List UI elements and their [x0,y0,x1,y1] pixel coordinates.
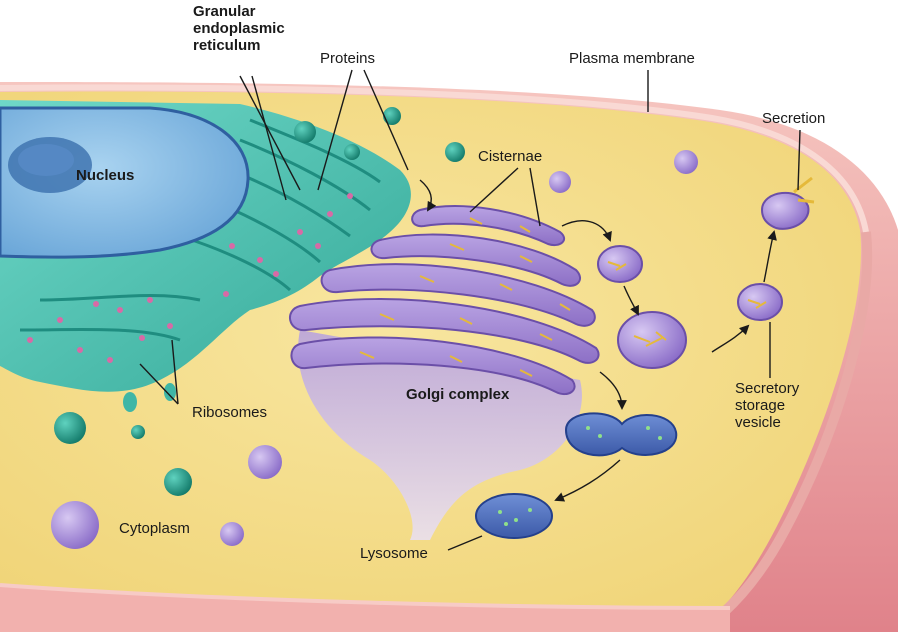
label-plasma-membrane: Plasma membrane [569,50,695,67]
label-nucleus: Nucleus [76,167,134,184]
label-cytoplasm: Cytoplasm [119,520,190,537]
label-proteins: Proteins [320,50,375,67]
label-granular-er: Granular endoplasmic reticulum [193,3,313,54]
label-golgi-complex: Golgi complex [406,386,509,403]
label-lysosome: Lysosome [360,545,428,562]
label-cisternae: Cisternae [478,148,542,165]
label-ribosomes: Ribosomes [192,404,267,421]
label-secretory-vesicle: Secretory storage vesicle [735,380,835,431]
label-secretion: Secretion [762,110,825,127]
